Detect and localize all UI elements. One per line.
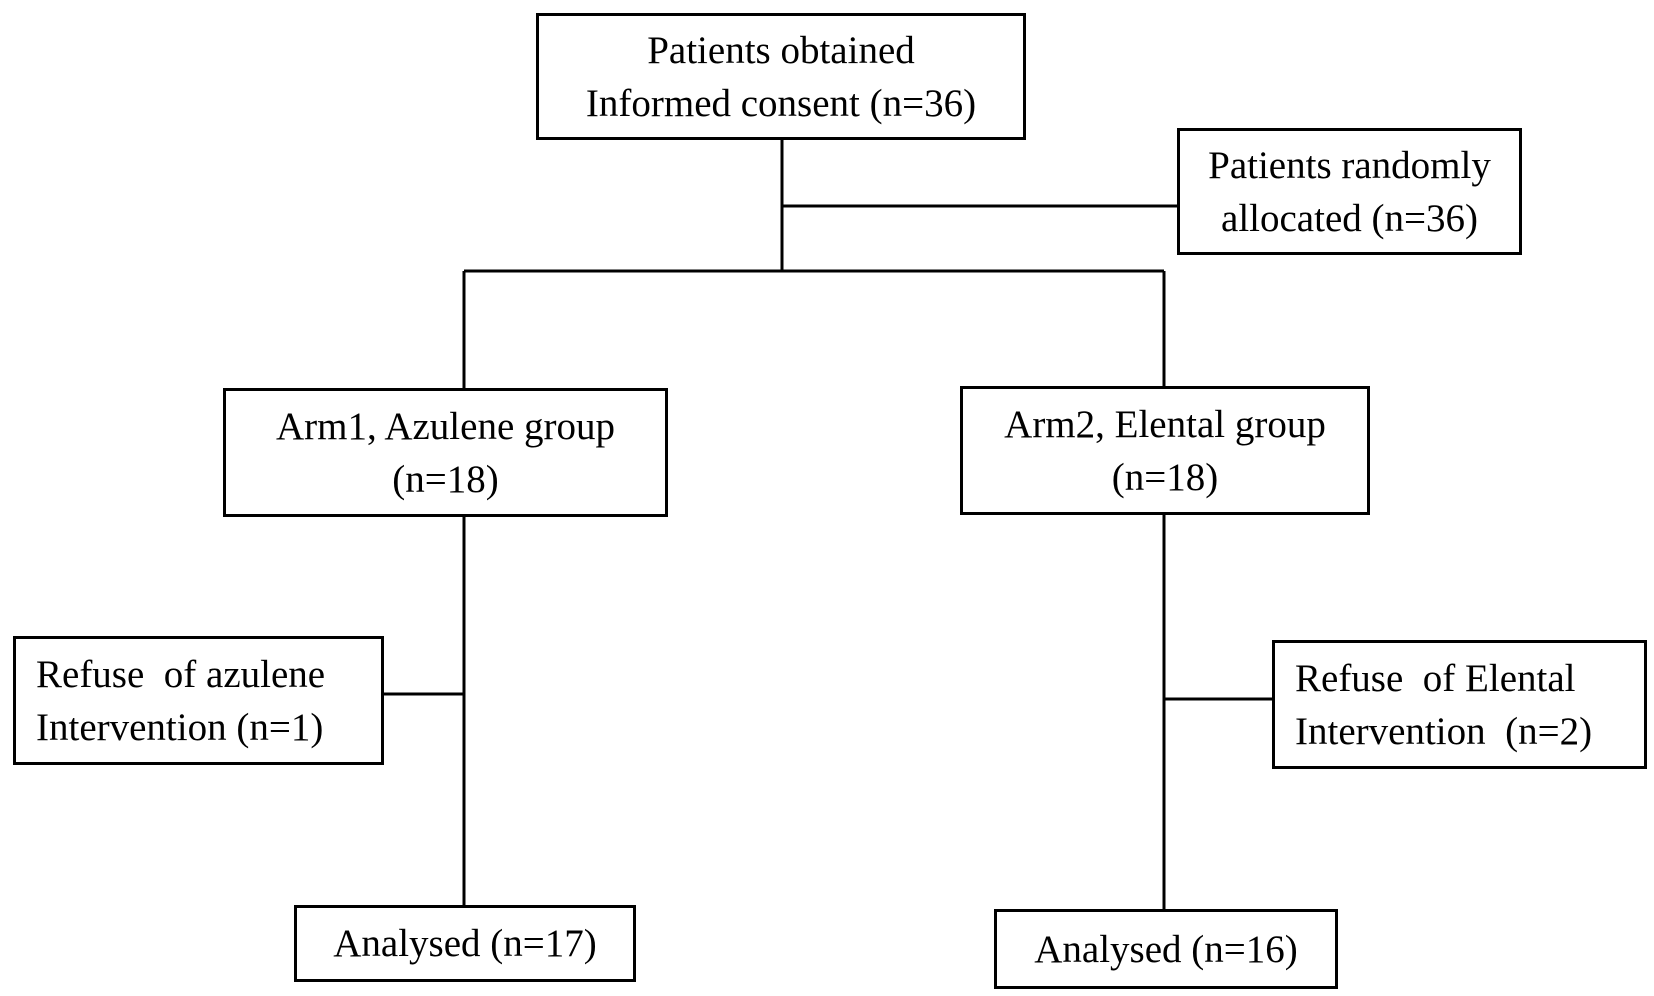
arm1-analysed-box: Analysed (n=17) (294, 905, 636, 982)
arm1-excluded-line1: Refuse of azulene (36, 652, 326, 696)
arm1-analysed-line1: Analysed (n=17) (333, 922, 597, 965)
arm2-line2: (n=18) (1111, 455, 1219, 499)
arm2-excluded-line1: Refuse of Elental (1295, 656, 1576, 700)
arm2-analysed-line1: Analysed (n=16) (1034, 927, 1298, 971)
randomized-line2: allocated (n=36) (1221, 196, 1478, 240)
arm2-excluded-line2: Intervention (n=2) (1295, 709, 1593, 753)
enrolled-line2: Informed consent (n=36) (585, 81, 977, 125)
arm2-excluded-box: Refuse of Elental Intervention (n=2) (1272, 640, 1647, 769)
arm1-excluded-box: Refuse of azulene Intervention (n=1) (13, 636, 384, 765)
arm2-analysed-box: Analysed (n=16) (994, 909, 1338, 989)
randomized-box: Patients randomly allocated (n=36) (1177, 128, 1522, 255)
enrolled-box: Patients obtained Informed consent (n=36… (536, 13, 1026, 140)
arm1-box: Arm1, Azulene group (n=18) (223, 388, 668, 517)
arm1-excluded-line2: Intervention (n=1) (36, 705, 324, 749)
arm1-line2: (n=18) (392, 457, 499, 501)
enrolled-line1: Patients obtained (647, 28, 915, 72)
arm2-line1: Arm2, Elental group (1004, 402, 1326, 446)
randomized-line1: Patients randomly (1208, 143, 1491, 187)
arm2-box: Arm2, Elental group (n=18) (960, 386, 1370, 515)
arm1-line1: Arm1, Azulene group (275, 404, 615, 448)
